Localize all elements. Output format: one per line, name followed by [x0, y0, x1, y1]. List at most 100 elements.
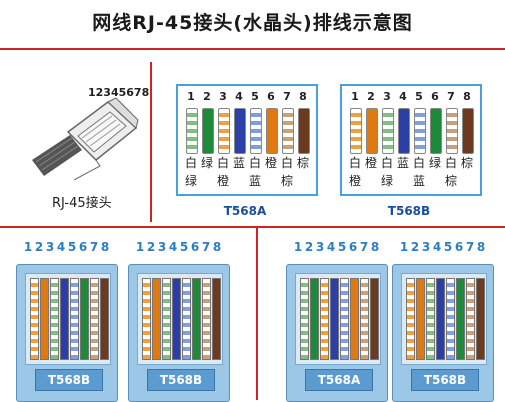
connector-body: T568A — [286, 264, 388, 402]
rj45-plug-icon — [32, 97, 139, 180]
wire-color-label: 白 — [348, 156, 361, 170]
connector-pin-number: 7 — [465, 240, 475, 254]
connector-wire-pin-6 — [456, 278, 465, 360]
connector-pin-number: 2 — [304, 240, 314, 254]
divider-middle — [0, 226, 505, 228]
connector-wire-pin-5 — [446, 278, 455, 360]
pin-number: 1 — [187, 90, 195, 103]
wire-color-label: 白 — [280, 156, 293, 170]
pin-number: 8 — [463, 90, 471, 103]
connector-wire-pin-7 — [466, 278, 475, 360]
connector-wire-area — [25, 273, 111, 365]
divider-top — [0, 48, 505, 50]
wire-color-label: 蓝 — [412, 174, 425, 188]
divider-vertical-bottom — [256, 228, 258, 400]
connector-wire-pin-1 — [30, 278, 39, 360]
connector-wire-pin-4 — [436, 278, 445, 360]
pin-number: 2 — [203, 90, 211, 103]
connector-pin-number: 1 — [23, 240, 33, 254]
wire-color-label: 橙 — [216, 174, 229, 188]
connector-wire-pin-3 — [320, 278, 329, 360]
wire-pin-5 — [250, 108, 262, 154]
wire-pin-2 — [202, 108, 214, 154]
wire-color-label: 白 — [216, 156, 229, 170]
pin-number: 4 — [399, 90, 407, 103]
pin-number: 3 — [383, 90, 391, 103]
divider-vertical-top — [150, 62, 152, 222]
connector-wire-pin-3 — [162, 278, 171, 360]
wire-color-label: 绿 — [380, 174, 393, 188]
connector-wire-area — [137, 273, 223, 365]
connector-wire-pin-1 — [142, 278, 151, 360]
connector-wire-pin-5 — [70, 278, 79, 360]
pin-number: 4 — [235, 90, 243, 103]
pin-number: 1 — [351, 90, 359, 103]
connector-pin-number: 5 — [443, 240, 453, 254]
wire-color-label: 蓝 — [232, 156, 245, 170]
connector-wire-pin-2 — [152, 278, 161, 360]
connector-pin-number: 1 — [293, 240, 303, 254]
wire-pin-4 — [234, 108, 246, 154]
standard-name-t568a: T568A — [223, 204, 267, 218]
wire-color-label: 白 — [248, 156, 261, 170]
connector-pin-number: 6 — [454, 240, 464, 254]
connector-label: T568B — [35, 369, 103, 391]
connector-label: T568B — [147, 369, 215, 391]
wire-color-label: 白 — [412, 156, 425, 170]
connector-wire-pin-3 — [50, 278, 59, 360]
pin-number-row: 1 2 3 4 5 6 7 8 — [182, 90, 312, 104]
connector-pin-number: 8 — [370, 240, 380, 254]
pin-number: 6 — [267, 90, 275, 103]
connector-wire-pin-8 — [476, 278, 485, 360]
connector-pin-number: 1 — [399, 240, 409, 254]
connector-pin-number: 4 — [432, 240, 442, 254]
connector-pin-number: 7 — [201, 240, 211, 254]
connector-label: T568A — [305, 369, 373, 391]
connector-pin-number: 3 — [157, 240, 167, 254]
connector-pin-number: 3 — [315, 240, 325, 254]
connector-wire-pin-8 — [370, 278, 379, 360]
connector-wire-pin-4 — [330, 278, 339, 360]
connector-wire-pin-5 — [340, 278, 349, 360]
standard-name-t568b: T568B — [387, 204, 431, 218]
pin-number: 8 — [299, 90, 307, 103]
wire-pin-8 — [298, 108, 310, 154]
wire-pin-3 — [382, 108, 394, 154]
connector-pin-number: 5 — [179, 240, 189, 254]
connector-pin-number: 6 — [78, 240, 88, 254]
connector-wire-pin-7 — [360, 278, 369, 360]
pin-number-row: 1 2 3 4 5 6 7 8 — [346, 90, 476, 104]
connector-wire-pin-2 — [40, 278, 49, 360]
connector-pin-number: 4 — [326, 240, 336, 254]
standard-box-t568b: 1 2 3 4 5 6 7 8 白 橙 白 蓝 白 绿 白 棕 橙 绿 蓝 棕 — [340, 84, 482, 196]
standard-box-t568a: 1 2 3 4 5 6 7 8 白 绿 白 蓝 白 橙 白 棕 绿 橙 蓝 棕 — [176, 84, 318, 196]
wire-pin-5 — [414, 108, 426, 154]
pin-number: 6 — [431, 90, 439, 103]
connector-pin-number: 8 — [476, 240, 486, 254]
wire-color-label: 绿 — [200, 156, 213, 170]
connector-pin-number: 3 — [45, 240, 55, 254]
wire-pin-1 — [186, 108, 198, 154]
wire-color-label: 蓝 — [396, 156, 409, 170]
connector-body: T568B — [392, 264, 494, 402]
wire-color-label: 绿 — [428, 156, 441, 170]
pin-number: 5 — [415, 90, 423, 103]
connector-wire-pin-6 — [192, 278, 201, 360]
wire-color-label: 绿 — [184, 174, 197, 188]
connector-pin-number: 8 — [212, 240, 222, 254]
connector-pin-number: 2 — [34, 240, 44, 254]
wire-color-label: 橙 — [348, 174, 361, 188]
connector-pin-number: 7 — [89, 240, 99, 254]
connector-wire-pin-7 — [90, 278, 99, 360]
connector-wire-pin-1 — [406, 278, 415, 360]
wire-pin-8 — [462, 108, 474, 154]
page-title: 网线RJ-45接头(水晶头)排线示意图 — [92, 12, 413, 34]
wire-pin-7 — [282, 108, 294, 154]
connector-wire-pin-6 — [80, 278, 89, 360]
wire-color-label: 白 — [380, 156, 393, 170]
